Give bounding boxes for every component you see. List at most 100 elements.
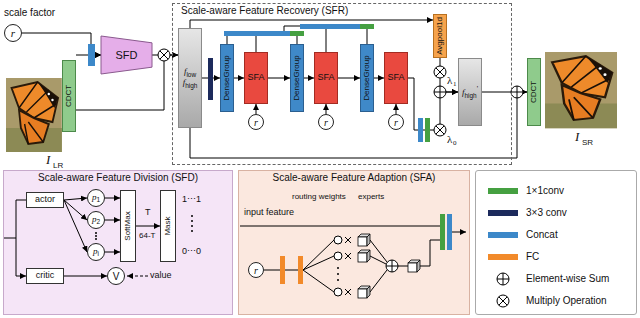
node-text: i: [98, 250, 99, 257]
softmax-box: SoftMax: [120, 190, 136, 262]
expert-cube: [358, 234, 420, 298]
node-text: p: [93, 246, 98, 256]
node-text: Mask: [164, 216, 173, 235]
node-text: DenseGroup: [363, 55, 372, 100]
node-text: SoftMax: [124, 211, 133, 240]
sum-symbol: [434, 86, 446, 98]
node-text: r: [254, 117, 258, 128]
sfa-block: SFA: [384, 52, 408, 104]
label-text: I: [46, 153, 50, 166]
text-line: pi: [93, 247, 99, 258]
legend-symbol: [499, 297, 507, 305]
label-text: λ: [447, 134, 452, 145]
node-text: high: [185, 82, 197, 89]
legend-swatch: [488, 232, 518, 238]
expert-cube: [358, 234, 370, 246]
fc-bar: [280, 256, 285, 284]
node-text: r: [254, 265, 258, 276]
label-text: 64-T: [139, 232, 155, 240]
sr-image: [545, 52, 617, 128]
concat-bar: [224, 24, 360, 36]
legend-text: FC: [526, 252, 539, 262]
node-text: DenseGroup: [293, 55, 302, 100]
scale-circle: r: [318, 114, 334, 130]
panel-background: [238, 170, 470, 315]
legend-panel: 1×1conv3×3 convConcatFCElement-wise SumM…: [475, 170, 637, 315]
sfd-input-wire: [16, 200, 26, 276]
sfd-block: SFD: [101, 36, 152, 74]
scale-circle: r: [248, 114, 264, 130]
feature-slab: fhigh': [458, 58, 482, 126]
legend-text: Concat: [526, 230, 558, 240]
concat-bar: [300, 24, 360, 29]
node-text: CDCT: [65, 85, 74, 107]
sfa-block: SFA: [244, 52, 268, 104]
text-line: fhigh': [462, 85, 478, 99]
node-text: low: [186, 71, 196, 78]
ellipsis-dots: [95, 232, 97, 234]
connector-arrow: [64, 276, 107, 277]
legend-text: 3×3 conv: [526, 208, 567, 218]
conv1x1-bar: [290, 31, 304, 36]
sr-image: [545, 52, 617, 128]
trapezoid-outline: [101, 36, 152, 74]
label-text: scale factor: [4, 8, 55, 18]
connector-arrow: [136, 226, 160, 227]
connector-arrow: [256, 104, 257, 114]
legend-text: Multiply Operation: [526, 296, 607, 306]
scale-circle: r: [4, 24, 22, 42]
sfa-wire: [240, 226, 466, 270]
multiply-symbol: [158, 49, 170, 61]
densegroup-block: DenseGroup: [220, 44, 234, 112]
node-text: 1: [96, 196, 100, 203]
routing-weight: [337, 267, 339, 269]
node-text: f: [183, 77, 186, 87]
value-arrow: [127, 276, 148, 277]
text-line: flow: [184, 67, 196, 78]
connector-arrow: [396, 104, 397, 114]
sfd-panel: Scale-aware Feature Division (SFD)actorc…: [3, 170, 233, 315]
expert-cube: [358, 250, 370, 262]
connector-arrow: [338, 78, 360, 79]
text-line: p2: [92, 215, 100, 226]
ellipsis-dots: [191, 230, 193, 232]
conv1x1-bar: [440, 214, 445, 250]
label-text: T: [145, 208, 151, 217]
multiply-symbol: [158, 49, 170, 61]
connector-arrow: [190, 20, 433, 28]
expert-cube: [358, 286, 370, 298]
legend-swatch: [488, 254, 518, 260]
legend-text: Element-wise Sum: [526, 274, 609, 284]
concat-bar: [224, 31, 290, 36]
ellipsis-dots: [95, 215, 193, 240]
mask-box: Mask: [160, 190, 176, 262]
panel-background: [238, 170, 470, 315]
text-line: p1: [92, 193, 100, 204]
expert-cube: [408, 260, 420, 272]
connector-arrow: [105, 252, 120, 253]
probability-circle: p1: [87, 189, 105, 207]
connector-arrow: [374, 78, 384, 79]
scale-circle: r: [248, 262, 264, 278]
concat-bar: [418, 118, 423, 142]
conv1x1-bar: [290, 24, 374, 36]
conv1x1-bar: [360, 24, 374, 29]
label-text: 0: [453, 140, 457, 147]
connector-arrow: [326, 104, 327, 114]
lr-image: [6, 78, 62, 152]
connector-arrow: [64, 200, 87, 252]
sum-symbol: [386, 260, 398, 272]
label-text: input feature: [244, 208, 294, 217]
legend-symbol: [497, 273, 509, 285]
value-circle: V: [107, 267, 125, 285]
multiply-symbol: [434, 124, 446, 136]
probability-circle: p2: [87, 211, 105, 229]
node-text: SFD: [116, 49, 138, 61]
node-text: 2: [96, 218, 100, 225]
node-text: actor: [35, 195, 55, 205]
label-text: LR: [53, 162, 63, 170]
label-text: 1: [453, 81, 457, 88]
node-text: V: [113, 271, 120, 282]
concat-bar: [447, 214, 452, 250]
node-text: critic: [36, 271, 55, 281]
